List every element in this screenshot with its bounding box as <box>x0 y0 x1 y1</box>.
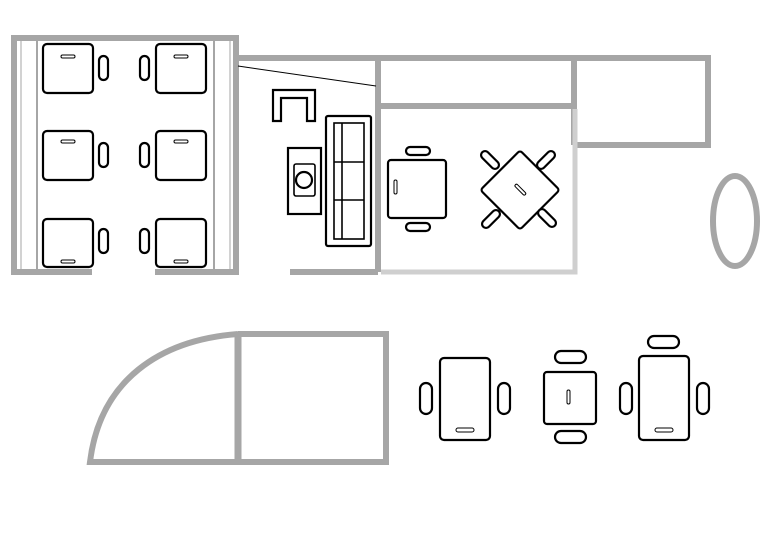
office-desk-icon <box>154 217 208 269</box>
desk-chair-icon <box>97 227 110 255</box>
armchair-icon <box>271 88 317 123</box>
square-table-icon <box>386 158 448 220</box>
walls-bottom-block <box>86 331 389 465</box>
meeting-room-furniture <box>386 145 560 233</box>
office-desk-icon <box>637 354 691 442</box>
office-desk-icon <box>41 42 95 95</box>
walls-top-block <box>11 35 711 275</box>
desk-chair-icon <box>553 429 588 445</box>
office-desk-icon <box>154 129 208 182</box>
office-desks <box>41 42 208 269</box>
diagonal-line <box>237 65 377 87</box>
lounge-furniture <box>271 88 373 248</box>
desk-chair-icon <box>536 207 558 229</box>
office-desk-icon <box>41 129 95 182</box>
desk-chair-icon <box>418 381 434 416</box>
desk-chair-icon <box>97 54 110 82</box>
desk-chair-icon <box>535 149 557 171</box>
desk-chair-icon <box>553 349 588 365</box>
coffee-table-icon <box>286 146 323 216</box>
desk-chair-icon <box>479 149 501 171</box>
sofa-icon <box>324 114 373 248</box>
desk-chair-icon <box>97 141 110 169</box>
oval-table-icon <box>710 173 760 269</box>
office-room-wall <box>11 35 239 275</box>
desk-chair-icon <box>138 227 151 255</box>
meeting-room-glass-wall <box>381 109 578 275</box>
office-desk-icon <box>438 356 492 442</box>
office-desk-icon <box>154 42 208 95</box>
lounge-wall <box>236 55 711 148</box>
desk-chair-icon <box>695 381 711 416</box>
office-desk-icon <box>41 217 95 269</box>
standalone-furniture <box>418 334 711 445</box>
desk-chair-icon <box>404 221 432 233</box>
desk-chair-icon <box>138 54 151 82</box>
desk-chair-icon <box>646 334 681 350</box>
desk-chair-icon <box>496 381 512 416</box>
curved-room-wall <box>86 331 239 465</box>
desk-chair-icon <box>404 145 432 157</box>
desk-chair-icon <box>138 141 151 169</box>
desk-chair-icon <box>480 208 502 230</box>
square-table-icon <box>542 370 598 426</box>
square-room-wall <box>238 331 389 465</box>
desk-chair-icon <box>618 381 634 416</box>
